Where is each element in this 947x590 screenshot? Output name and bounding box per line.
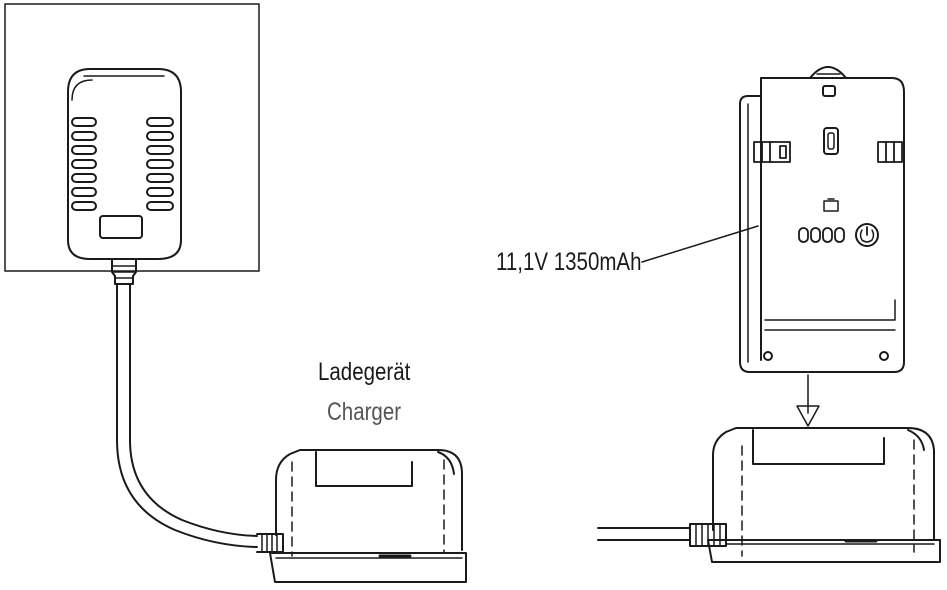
battery-right-clip [877,141,903,163]
charging-base-left [269,449,467,583]
battery-screw-left [763,351,773,361]
charger-label-german: Ladegerät [318,358,411,386]
battery-spec-label: 11,1V 1350mAh [496,248,642,276]
insert-arrow [796,374,820,427]
right-charger-plug [689,523,727,547]
battery-level-icon [823,200,839,212]
adapter-label-plate [99,215,143,239]
battery-latch [809,66,847,79]
adapter-right-vents [146,117,174,211]
power-adapter [67,68,182,285]
battery-center-slot [823,127,839,155]
adapter-strain-relief [111,258,137,285]
adapter-cable [116,283,258,548]
battery-pack [739,66,905,373]
battery-led-indicators [798,227,845,243]
battery-leader-line [641,225,759,263]
charger-cable-plug [256,533,284,553]
battery-left-clip [753,141,791,163]
right-charger-cable [597,527,691,541]
battery-screw-right [879,351,889,361]
charging-base-right [707,427,941,563]
adapter-left-vents [71,117,97,211]
charger-label-english: Charger [327,398,402,426]
adapter-inset-frame [4,3,260,272]
power-button-icon [855,223,879,247]
